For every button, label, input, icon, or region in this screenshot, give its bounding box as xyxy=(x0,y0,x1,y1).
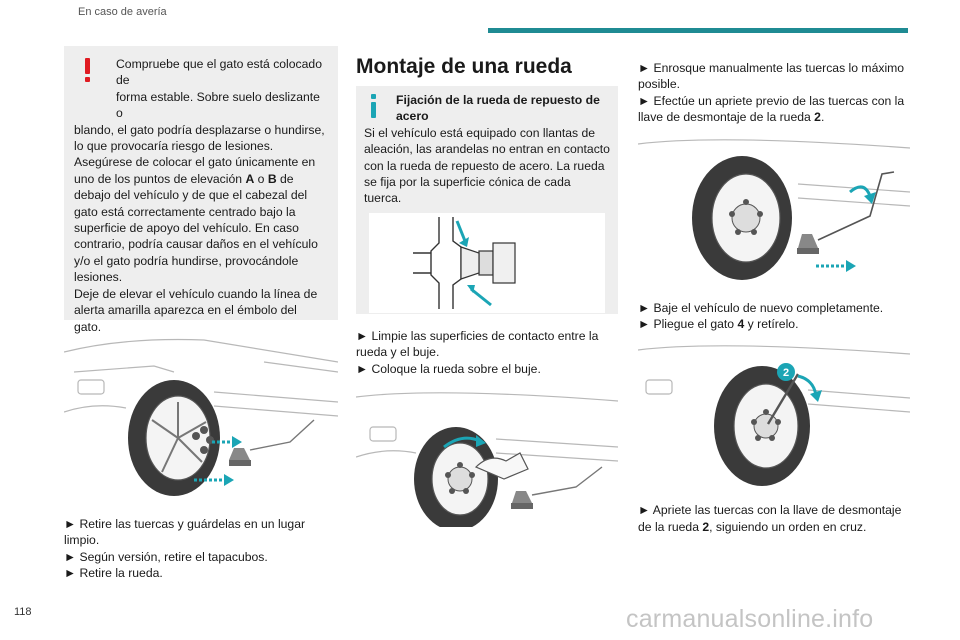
header-section-title: En caso de avería xyxy=(78,6,167,18)
step-place-wheel: ► Coloque la rueda sobre el buje. xyxy=(356,361,541,376)
lift-point-a: A xyxy=(245,171,255,186)
info-title: Fijación de la rueda de repuesto de acer… xyxy=(396,93,600,124)
illustration-tighten-nuts: 2 xyxy=(638,345,910,487)
jack-ref: 4 xyxy=(737,317,745,332)
illustration-pretighten-nuts xyxy=(638,138,910,280)
warning-text-line-2: forma estable. Sobre suelo deslizante o xyxy=(116,89,320,121)
warning-text-line-1: Compruebe que el gato está colocado de xyxy=(116,57,322,88)
illustration-mount-wheel xyxy=(356,392,618,528)
warning-text-p3: Deje de elevar el vehículo cuando la lín… xyxy=(74,286,318,334)
step-lower-vehicle: ► Baje el vehículo de nuevo completament… xyxy=(638,300,884,315)
warning-text-p1-rest: blando, el gato podría desplazarse o hun… xyxy=(74,122,325,154)
step-pretighten: ► Efectúe un apriete previo de las tuerc… xyxy=(638,93,905,125)
warning-box: Compruebe que el gato está colocado de f… xyxy=(64,46,338,334)
step-remove-nuts: ► Retire las tuercas y guárdelas en un l… xyxy=(64,517,306,548)
callout-wrench-number: 2 xyxy=(783,367,789,379)
right-column: ► Enrosque manualmente las tuercas lo má… xyxy=(638,46,910,535)
illustration-remove-wheel xyxy=(64,338,338,496)
step-clean-surfaces: ► Limpie las superficies de contacto ent… xyxy=(356,329,599,360)
middle-column: Montaje de una rueda Fijación de la rued… xyxy=(356,46,618,528)
left-column: Compruebe que el gato está colocado de f… xyxy=(64,46,338,582)
info-icon xyxy=(370,94,378,118)
illustration-conical-nut xyxy=(369,212,605,313)
warning-text-p2: Asegúrese de colocar el gato únicamente … xyxy=(74,155,318,285)
step-tighten-cross: ► Apriete las tuercas con la llave de de… xyxy=(638,503,902,534)
lift-point-b: B xyxy=(267,171,277,186)
header-accent-bar xyxy=(488,28,908,33)
watermark: carmanualsonline.info xyxy=(626,605,874,633)
info-text: Si el vehículo está equipado con llantas… xyxy=(364,125,610,206)
info-box: Fijación de la rueda de repuesto de acer… xyxy=(356,86,618,314)
wrench-ref-2: 2 xyxy=(702,519,710,534)
page-number: 118 xyxy=(14,606,32,618)
step-fold-jack: ► Pliegue el gato 4 y retírelo. xyxy=(638,317,799,332)
step-remove-wheel: ► Retire la rueda. xyxy=(64,566,163,581)
section-title: Montaje de una rueda xyxy=(356,55,572,78)
step-remove-hubcap: ► Según versión, retire el tapacubos. xyxy=(64,549,268,564)
step-screw-nuts: ► Enrosque manualmente las tuercas lo má… xyxy=(638,61,905,92)
exclamation-icon xyxy=(84,58,92,82)
wrench-ref: 2 xyxy=(814,110,821,125)
